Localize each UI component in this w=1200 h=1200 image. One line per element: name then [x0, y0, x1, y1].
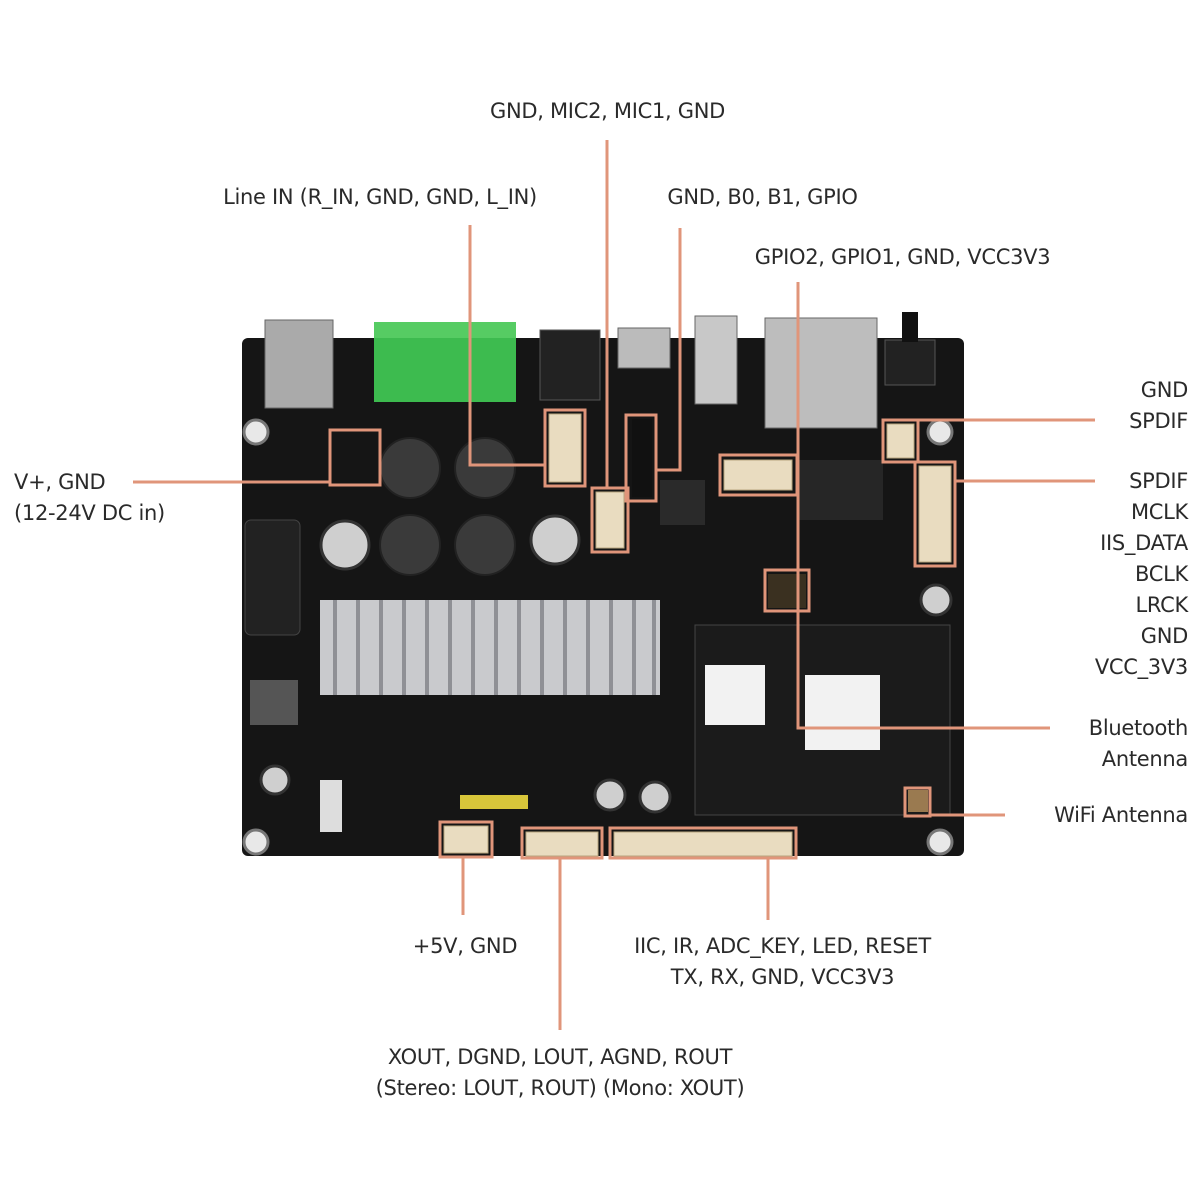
jumper-pins [460, 795, 528, 809]
label-line: Bluetooth [1088, 716, 1189, 740]
label-i2s-header: SPDIF MCLK IIS_DATA BCLK LRCK GND VCC_3V… [1095, 466, 1188, 683]
label-line: SPDIF [1129, 469, 1188, 493]
heatsink [320, 600, 660, 695]
label-line: VCC_3V3 [1094, 655, 1188, 679]
ethernet-port [764, 317, 878, 429]
wifi-antenna-connector [908, 790, 928, 812]
label-line: GND [1140, 624, 1189, 648]
label-audio-out: XOUT, DGND, LOUT, AGND, ROUT (Stereo: LO… [330, 1042, 790, 1104]
label-bluetooth-antenna: Bluetooth Antenna [1088, 713, 1189, 775]
audio-jack [539, 329, 601, 401]
label-5v: +5V, GND [412, 934, 518, 958]
label-iic-header: IIC, IR, ADC_KEY, LED, RESET TX, RX, GND… [600, 931, 965, 993]
label-line: SPDIF [1129, 409, 1188, 433]
label-power-line1: V+, GND [14, 470, 106, 494]
label-gpio-power: GPIO2, GPIO1, GND, VCC3V3 [754, 245, 1051, 269]
chip [660, 480, 705, 525]
label-line: GND [1140, 378, 1189, 402]
mounting-holes [242, 418, 954, 856]
label-power-line2: (12-24V DC in) [14, 501, 165, 525]
label-line: MCLK [1130, 500, 1188, 524]
chip [250, 680, 298, 725]
label-line: (Stereo: LOUT, ROUT) (Mono: XOUT) [375, 1076, 745, 1100]
connectors [443, 413, 952, 857]
label-gpio-b: GND, B0, B1, GPIO [667, 185, 858, 209]
label-line: IIC, IR, ADC_KEY, LED, RESET [634, 934, 931, 958]
label-line: BCLK [1135, 562, 1188, 586]
capacitors [259, 514, 953, 814]
usb-port [617, 327, 671, 369]
label-line: TX, RX, GND, VCC3V3 [670, 965, 895, 989]
label-line: IIS_DATA [1100, 531, 1188, 555]
gpio-header [632, 419, 652, 497]
chip [798, 460, 883, 520]
push-button [884, 339, 936, 386]
label-wifi-antenna: WiFi Antenna [1054, 803, 1188, 827]
label-power-in: V+, GND (12-24V DC in) [14, 467, 165, 529]
coil [244, 519, 301, 636]
label-mic-header: GND, MIC2, MIC1, GND [489, 99, 726, 123]
dc-jack [264, 319, 334, 409]
label-line: Antenna [1101, 747, 1189, 771]
leader-lines [133, 140, 1095, 1030]
label-line-in: Line IN (R_IN, GND, GND, L_IN) [223, 185, 537, 209]
bt-antenna-connector [768, 574, 806, 608]
label-line: LRCK [1135, 593, 1189, 617]
led [320, 780, 342, 832]
label-line: XOUT, DGND, LOUT, AGND, ROUT [387, 1045, 733, 1069]
slide-switch [694, 315, 738, 405]
label-spdif-top: GND SPDIF [1129, 375, 1188, 437]
